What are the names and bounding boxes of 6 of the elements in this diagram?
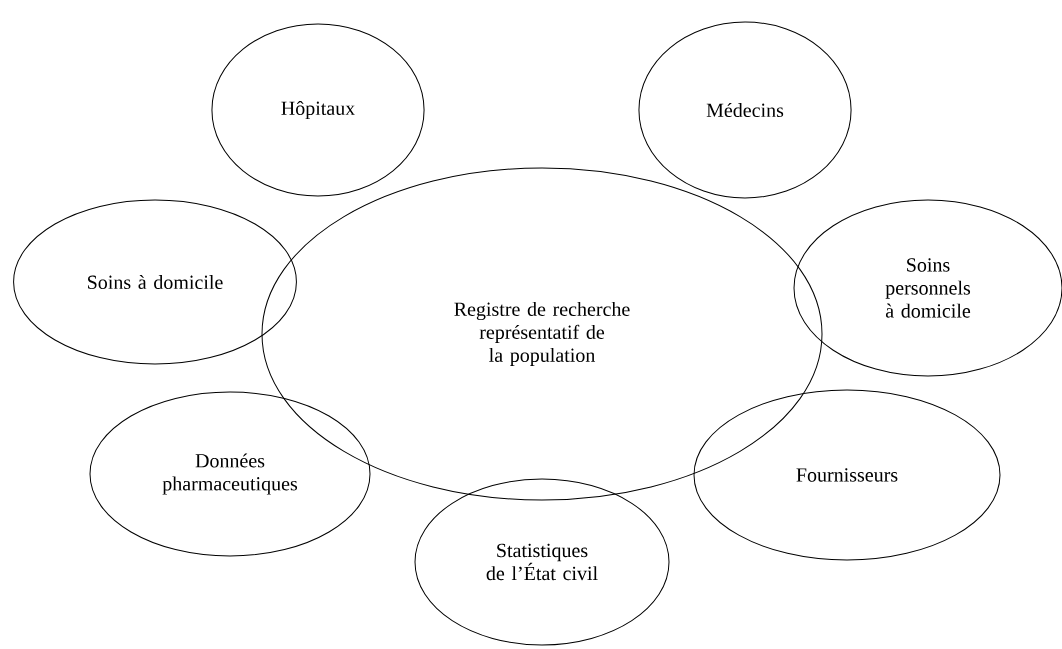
ellipse-node: Soins à domicile [13,199,297,365]
ellipse-node: Données pharmaceutiques [89,391,371,557]
ellipse-node: Fournisseurs [693,389,1001,561]
ellipse-node: Statistiques de l’État civil [414,478,670,646]
ellipse-node: Hôpitaux [211,23,425,197]
ellipse-node: Médecins [638,21,852,199]
